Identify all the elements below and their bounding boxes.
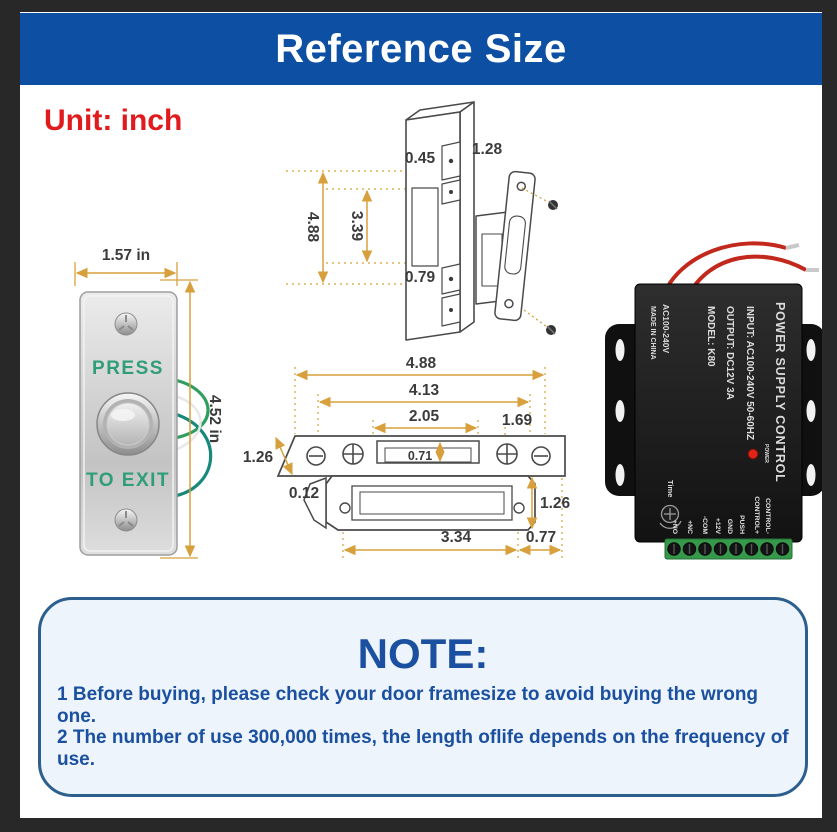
header-banner: Reference Size — [20, 13, 822, 85]
strike-body-side — [475, 170, 536, 322]
latch-dot — [448, 276, 454, 282]
latch-dot — [449, 190, 453, 194]
exit-button-drawing: 1.57 in PRESS — [74, 247, 223, 559]
terminal-label: PUSH — [738, 515, 745, 534]
top-bodylength-dim: 3.34 — [441, 529, 472, 546]
top-bodywidth-dim: 1.26 — [540, 495, 571, 512]
psu-input: INPUT: AC100-240V 50-60HZ — [744, 306, 755, 440]
dimension-arrow — [275, 436, 293, 476]
terminal-label: CONTROL- — [764, 498, 771, 534]
terminal-screws — [667, 542, 790, 556]
strike-opening-inner — [384, 447, 472, 463]
front-overall-dim: 4.88 — [304, 212, 321, 243]
latch-dot — [449, 308, 453, 312]
screw-icon — [114, 508, 138, 532]
note-item-2: 2 The number of use 300,000 times, the l… — [57, 727, 789, 770]
plate-bevel — [83, 295, 174, 552]
page-title: Reference Size — [275, 26, 567, 71]
power-led — [747, 448, 759, 460]
screw-icon — [114, 312, 138, 336]
teal-wire — [174, 412, 213, 498]
red-wire — [660, 241, 787, 299]
body-cavity-inner — [359, 491, 505, 515]
strike-body-flap — [303, 476, 327, 530]
terminal-label: CONTROL+ — [753, 496, 760, 534]
door-frame-post — [405, 101, 475, 341]
time-dial-icon — [659, 504, 682, 529]
press-label: PRESS — [92, 358, 164, 379]
terminal-label: GND — [726, 519, 733, 534]
top-opening-dim: 2.05 — [409, 408, 440, 425]
red-wire — [686, 254, 807, 297]
note-title: NOTE: — [357, 630, 489, 677]
terminal-label: -COM — [701, 516, 708, 534]
body-hole — [513, 502, 525, 514]
dimension-diagram: 1.57 in PRESS — [74, 101, 822, 560]
strike-front-view: 4.88 3.39 0.45 1.28 0.79 — [286, 101, 558, 341]
top-platewidth-dim: 1.26 — [243, 449, 274, 466]
top-rightoffset-dim: 1.69 — [502, 412, 533, 429]
extension-lines — [294, 367, 563, 558]
front-depth-dim: 1.28 — [472, 141, 503, 158]
top-lip-dim: 0.12 — [289, 485, 319, 502]
top-bodyend-dim: 0.77 — [526, 529, 556, 546]
wire-tip — [785, 243, 800, 250]
note-item-1: 1 Before buying, please check your door … — [57, 684, 759, 727]
mounting-screws — [521, 187, 558, 335]
body-hole — [339, 502, 351, 514]
mounting-holes — [615, 339, 816, 486]
strike-top-view: 4.88 4.13 2.05 1.69 — [243, 355, 571, 558]
terminal-label: +NO — [671, 520, 678, 534]
psu-model: MODEL: K80 — [705, 306, 716, 367]
terminal-label: +NC — [686, 520, 693, 534]
terminal-block — [664, 538, 793, 560]
latch-dot — [448, 158, 454, 164]
power-supply: POWER SUPPLY CONTROL INPUT: AC100-240V 5… — [605, 241, 822, 560]
top-screwspan-dim: 4.13 — [409, 382, 440, 399]
power-led-label: POWER — [763, 444, 769, 463]
psu-side-voltage: AC100-240V — [661, 304, 671, 353]
exit-width-dim: 1.57 in — [102, 247, 150, 264]
time-label: Time — [666, 480, 675, 497]
unit-label: Unit: inch — [44, 104, 183, 137]
top-overall-dim: 4.88 — [406, 355, 437, 372]
front-cavity-dim: 3.39 — [348, 211, 365, 242]
top-openingdepth-dim: 0.71 — [408, 449, 432, 463]
terminal-label: +12V — [714, 518, 721, 535]
to-exit-label: TO EXIT — [86, 470, 170, 491]
psu-side-origin: MADE IN CHINA — [649, 306, 656, 360]
white-wire — [174, 394, 202, 452]
plate-screw-icons — [306, 443, 551, 466]
note-body: 1 Before buying, please check your door … — [41, 684, 805, 771]
front-bottomhole-dim: 0.79 — [405, 269, 436, 286]
page-canvas: Reference Size Unit: inch 1.57 in — [20, 12, 822, 818]
green-wire — [174, 378, 210, 440]
note-box: NOTE: 1 Before buying, please check your… — [38, 597, 808, 797]
push-button — [96, 392, 160, 456]
front-tophole-dim: 0.45 — [405, 150, 436, 167]
terminal-labels: +NO +NC -COM +12V GND PUSH CONTROL+ CONT… — [671, 496, 771, 534]
psu-title: POWER SUPPLY CONTROL — [773, 302, 787, 483]
exit-height-dim: 4.52 in — [206, 395, 223, 443]
psu-output: OUTPUT: DC12V 3A — [724, 306, 735, 400]
